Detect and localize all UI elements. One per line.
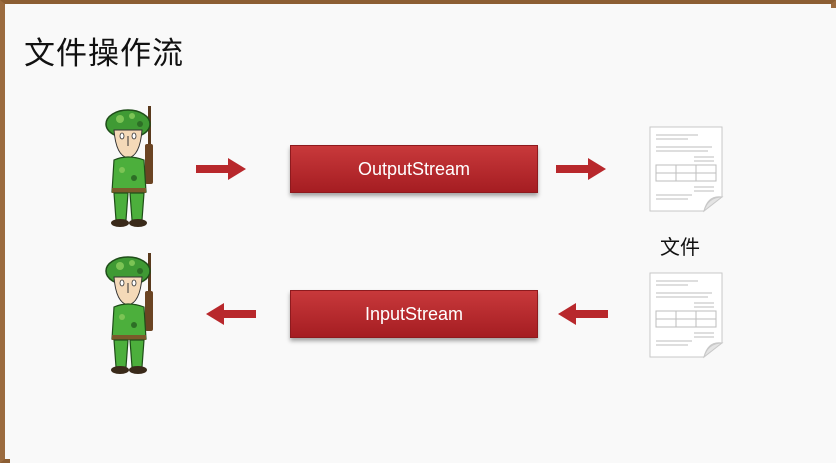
document-bottom-icon [649, 272, 724, 359]
arrow-right-icon [556, 158, 606, 180]
arrow-left-icon [206, 303, 256, 325]
slide: 文件操作流 [10, 8, 836, 463]
soldier-top-icon [105, 106, 153, 227]
arrow-left-icon [558, 303, 608, 325]
arrow-right-icon [196, 158, 246, 180]
slide-title: 文件操作流 [24, 36, 184, 72]
output-stream-box: OutputStream [290, 145, 538, 193]
soldier-bottom-icon [105, 253, 153, 374]
document-top-icon [649, 126, 724, 213]
input-stream-box: InputStream [290, 290, 538, 338]
file-label: 文件 [660, 235, 700, 259]
